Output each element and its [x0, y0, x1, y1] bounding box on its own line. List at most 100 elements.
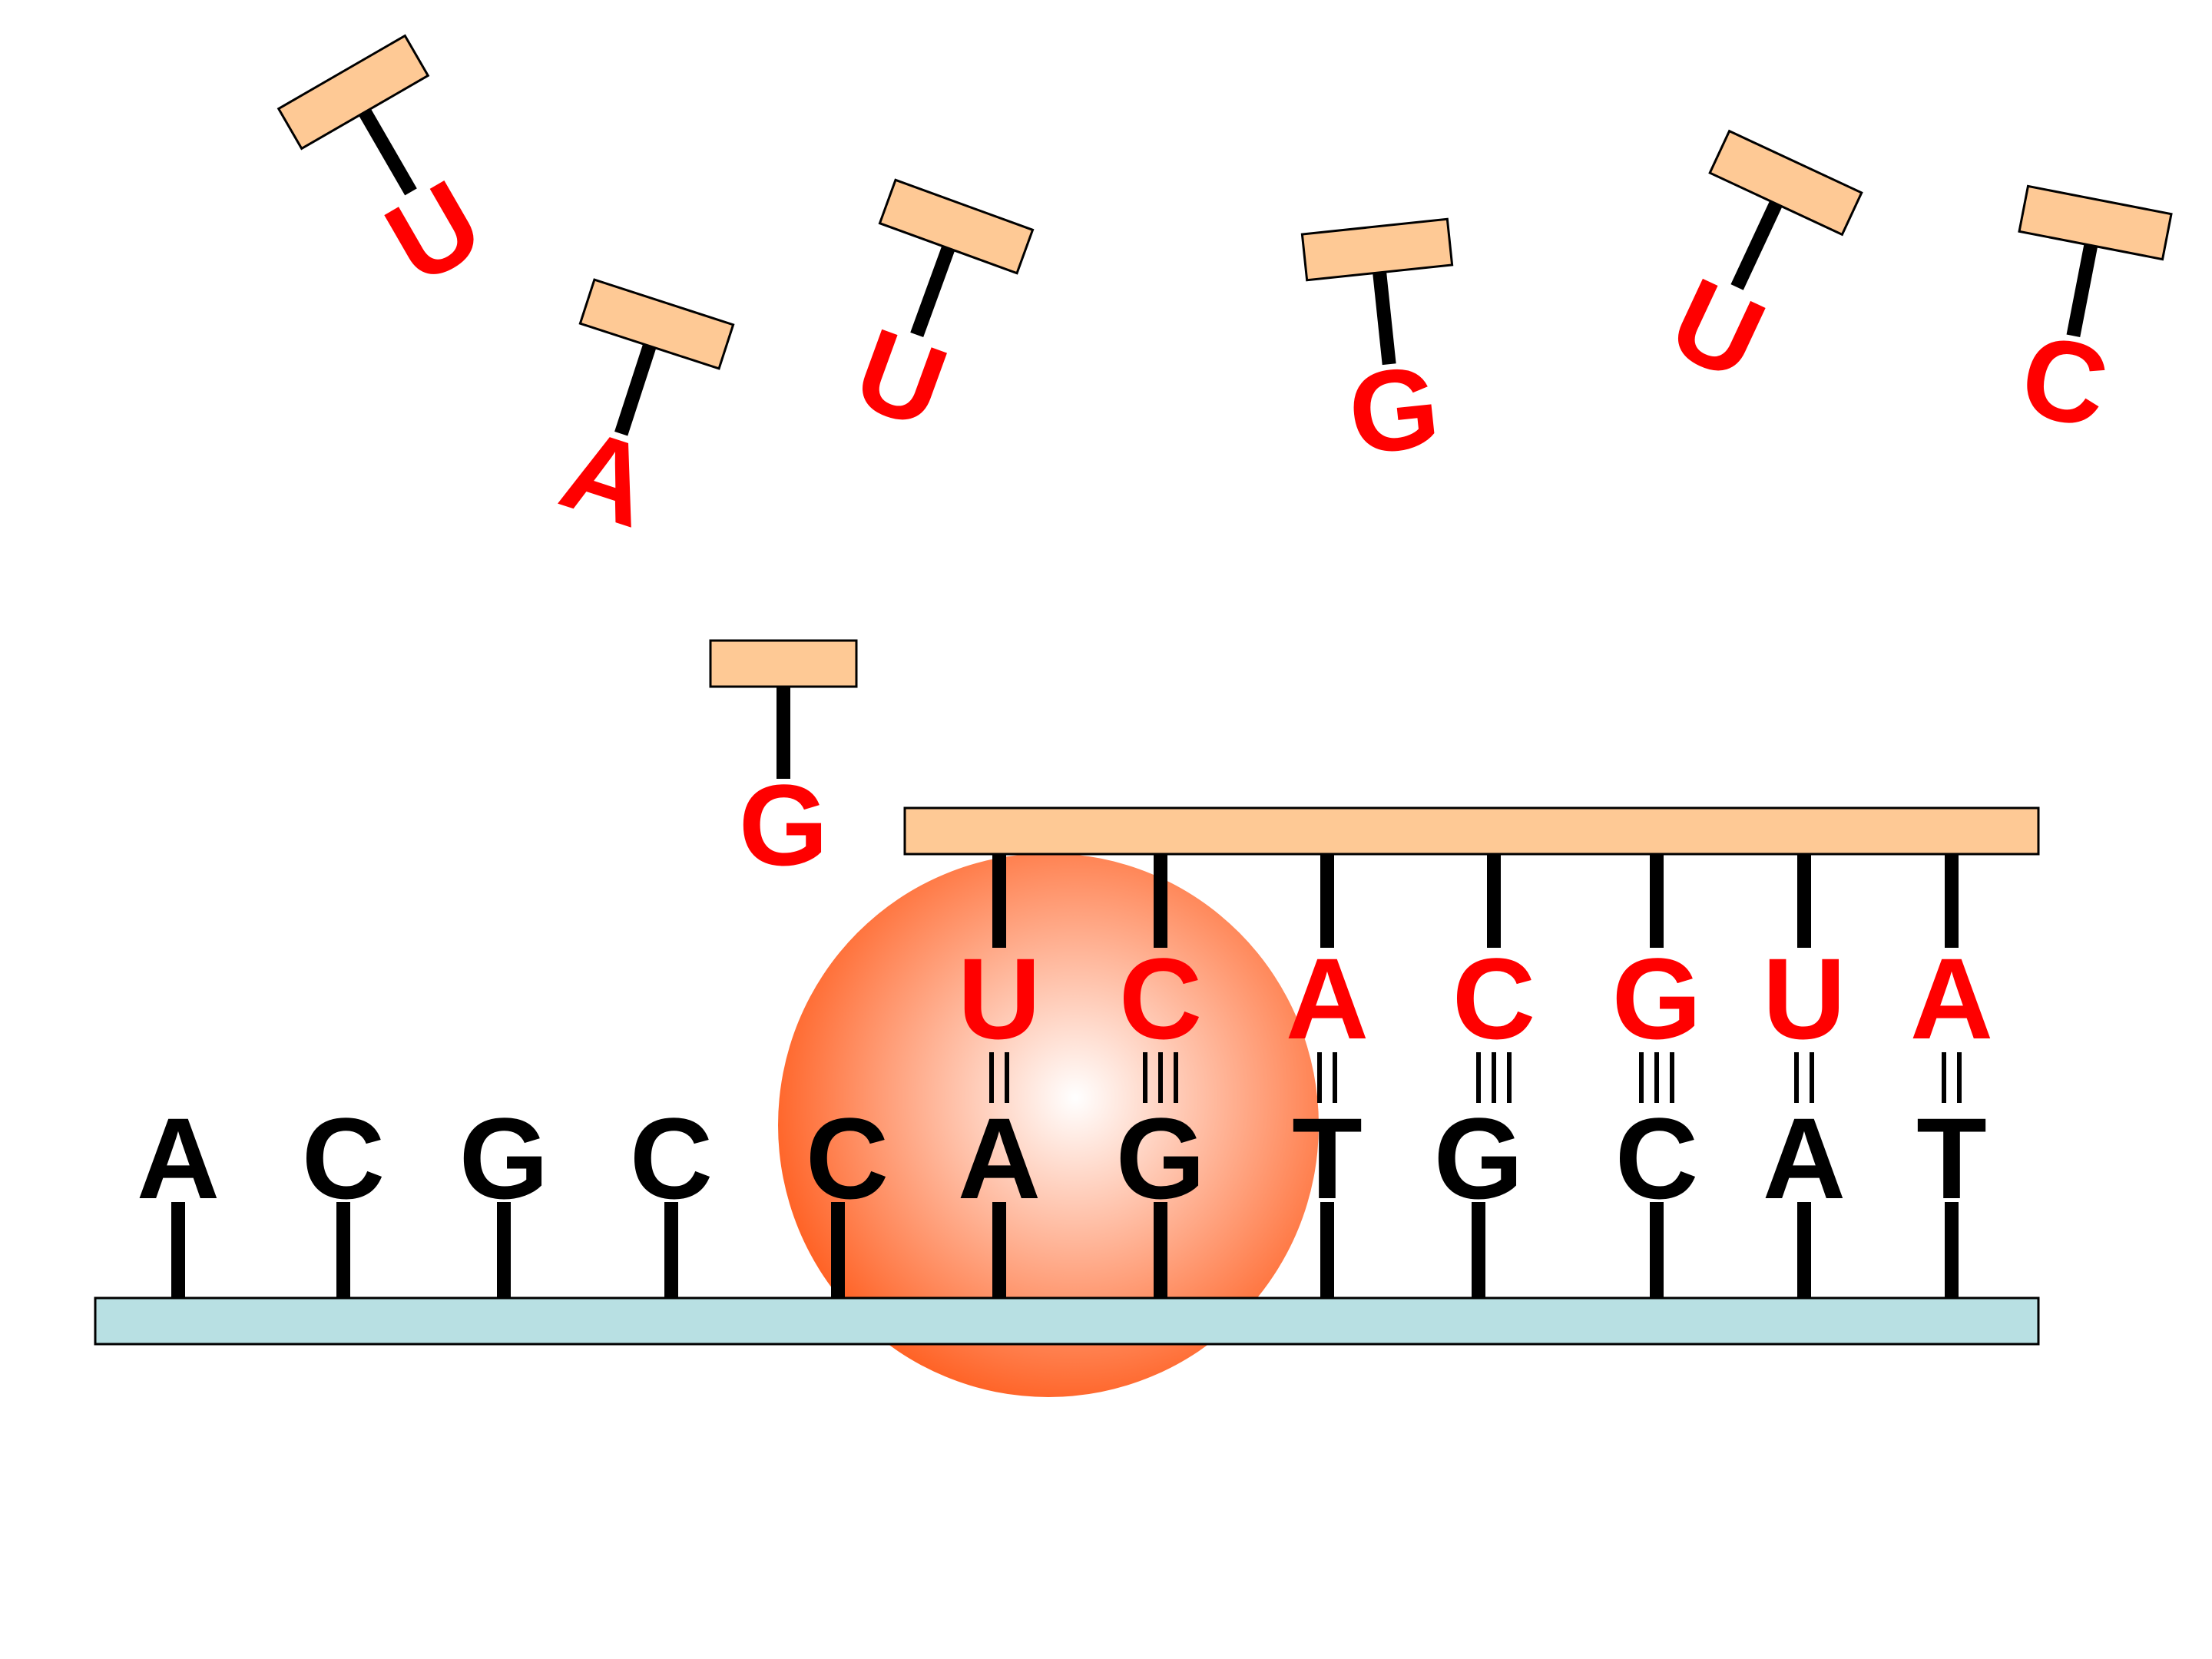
hydrogen-bond	[1492, 1052, 1496, 1103]
dna-stem	[992, 1202, 1006, 1298]
free-nucleotide: G	[1300, 217, 1454, 478]
rna-stem	[1154, 854, 1167, 948]
free-nucleotide: U	[840, 178, 1035, 453]
dna-base-letter: G	[1116, 1094, 1206, 1223]
dna-stem	[1320, 1202, 1334, 1298]
free-base-letter: U	[1653, 253, 1783, 405]
free-base-letter: U	[366, 155, 502, 309]
hydrogen-bond	[989, 1052, 994, 1103]
rna-base-letter: C	[1119, 934, 1202, 1063]
dna-stem	[497, 1202, 511, 1298]
rna-base-letter: U	[958, 934, 1041, 1063]
dna-nucleotide: G	[459, 1094, 549, 1298]
dna-nucleotide: T	[1292, 1094, 1363, 1298]
rna-base-letter: G	[1612, 934, 1702, 1063]
free-nucleotide: C	[2012, 184, 2173, 452]
rna-nucleotide: U	[1763, 854, 1846, 1103]
hydrogen-bond	[1654, 1052, 1659, 1103]
free-base-letter: U	[840, 303, 962, 453]
hydrogen-bonds	[1143, 1052, 1178, 1103]
hydrogen-bond	[1317, 1052, 1322, 1103]
rna-stem	[1650, 854, 1664, 948]
dna-base-letter: C	[302, 1094, 385, 1223]
dna-nucleotide: A	[1763, 1094, 1846, 1298]
sugar-phosphate-block	[709, 639, 858, 688]
hydrogen-bonds	[1942, 1052, 1962, 1103]
free-base-letter: C	[2012, 310, 2118, 452]
dna-base-letter: A	[137, 1094, 220, 1223]
dna-stem	[1797, 1202, 1811, 1298]
hydrogen-bonds	[1317, 1052, 1337, 1103]
free-nucleotide-stem	[910, 246, 955, 338]
hydrogen-bond	[1639, 1052, 1644, 1103]
hydrogen-bond	[1005, 1052, 1009, 1103]
hydrogen-bonds	[989, 1052, 1009, 1103]
rna-backbone	[903, 806, 2040, 856]
dna-nucleotide: G	[1116, 1094, 1206, 1298]
rna-nucleotide: C	[1452, 854, 1535, 1103]
free-nucleotide: U	[276, 34, 502, 309]
hydrogen-bonds	[1476, 1052, 1512, 1103]
hydrogen-bond	[1957, 1052, 1962, 1103]
dna-base-letter: C	[806, 1094, 889, 1223]
hydrogen-bond	[1670, 1052, 1674, 1103]
hydrogen-bond	[1794, 1052, 1799, 1103]
dna-stem	[171, 1202, 185, 1298]
rna-nucleotide: G	[1612, 854, 1702, 1103]
dna-backbone	[94, 1296, 2040, 1346]
dna-stem	[1650, 1202, 1664, 1298]
dna-stem	[336, 1202, 350, 1298]
ribosome	[778, 853, 1319, 1397]
free-nucleotide-stem	[777, 687, 790, 779]
dna-nucleotide: C	[302, 1094, 385, 1298]
hydrogen-bond	[1942, 1052, 1946, 1103]
rna-nucleotide: U	[958, 854, 1041, 1103]
rna-stem	[992, 854, 1006, 948]
rna-base-letter: C	[1452, 934, 1535, 1063]
hydrogen-bond	[1333, 1052, 1337, 1103]
free-nucleotide-stem	[359, 108, 417, 196]
dna-base-letter: A	[1763, 1094, 1846, 1223]
free-nucleotide-stem	[1373, 271, 1396, 366]
dna-base-letter: G	[1434, 1094, 1524, 1223]
rna-base-letter: A	[1910, 934, 1993, 1063]
dna-base-letter: C	[1615, 1094, 1698, 1223]
free-nucleotide-stem	[614, 343, 657, 436]
dna-stem	[664, 1202, 678, 1298]
dna-stem	[1945, 1202, 1959, 1298]
dna-base-letter: A	[958, 1094, 1041, 1223]
rna-stem	[1320, 854, 1334, 948]
dna-nucleotide: C	[806, 1094, 889, 1298]
dna-nucleotide: G	[1434, 1094, 1524, 1298]
free-nucleotide: U	[1653, 129, 1863, 405]
free-base-letter: A	[548, 403, 667, 551]
hydrogen-bond	[1143, 1052, 1147, 1103]
sugar-phosphate-block	[578, 278, 735, 370]
dna-base-letter: G	[459, 1094, 549, 1223]
hydrogen-bond	[1507, 1052, 1512, 1103]
dna-nucleotide: A	[137, 1094, 220, 1298]
dna-nucleotide: T	[1916, 1094, 1987, 1298]
rna-stem	[1487, 854, 1501, 948]
dna-nucleotide: C	[1615, 1094, 1698, 1298]
hydrogen-bond	[1158, 1052, 1163, 1103]
free-nucleotide: G	[709, 639, 858, 889]
sugar-phosphate-block	[1300, 217, 1454, 282]
rna-stem	[1945, 854, 1959, 948]
free-nucleotide-stem	[2066, 243, 2098, 337]
rna-nucleotide: A	[1910, 854, 1993, 1103]
rna-nucleotide: C	[1119, 854, 1202, 1103]
dna-nucleotide: A	[958, 1094, 1041, 1298]
dna-base-letter: T	[1292, 1094, 1363, 1223]
dna-stem	[1154, 1202, 1167, 1298]
dna-base-letter: T	[1916, 1094, 1987, 1223]
rna-base-letter: U	[1763, 934, 1846, 1063]
dna-stem	[1472, 1202, 1485, 1298]
rna-base-letter: A	[1286, 934, 1369, 1063]
free-base-letter: G	[739, 760, 829, 889]
dna-nucleotide: C	[630, 1094, 713, 1298]
hydrogen-bond	[1810, 1052, 1814, 1103]
